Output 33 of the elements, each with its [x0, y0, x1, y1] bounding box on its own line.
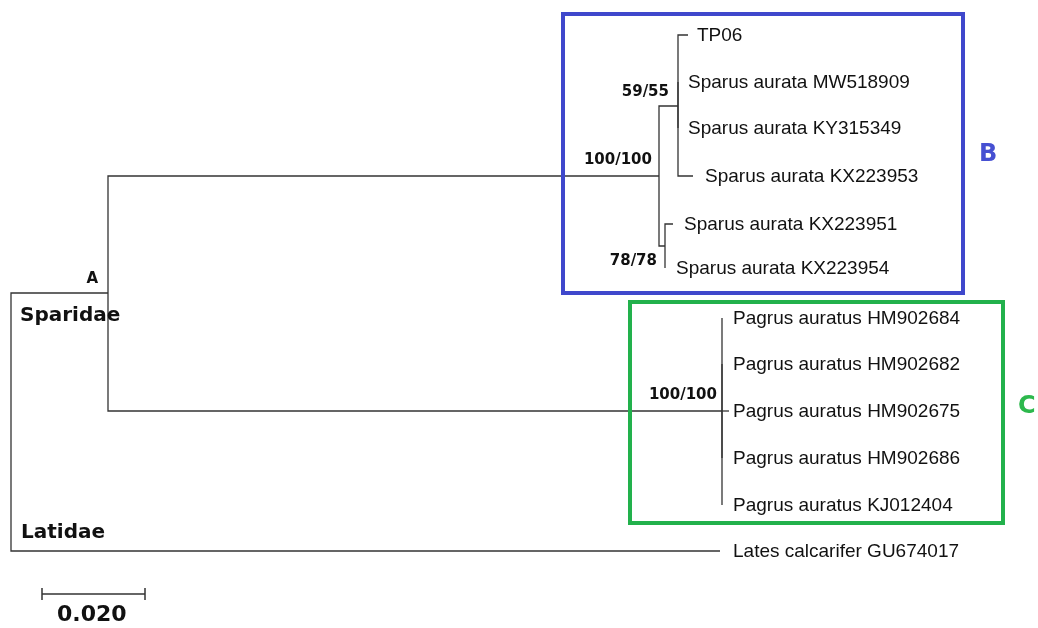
taxon-label: Pagrus auratus KJ012404 — [722, 493, 953, 517]
bootstrap-value: 100/100 — [583, 150, 659, 176]
bootstrap-value: A — [86, 269, 108, 293]
taxon-label: TP06 — [688, 23, 743, 47]
tree-branch — [721, 410, 730, 412]
tree-branch — [107, 175, 660, 294]
taxon-label: Pagrus auratus HM902684 — [722, 306, 961, 330]
scale-value: 0.020 — [57, 601, 127, 626]
tree-branch — [664, 245, 666, 269]
taxon-label: Pagrus auratus HM902675 — [729, 399, 961, 423]
family-label: Latidae — [21, 519, 106, 543]
tree-branch — [658, 105, 679, 177]
tree-branch — [658, 175, 666, 247]
taxon-label: Sparus aurata MW518909 — [678, 70, 910, 94]
tree-branch — [677, 105, 694, 177]
taxon-label: Sparus aurata KX223953 — [693, 164, 919, 188]
bootstrap-value: 78/78 — [609, 246, 665, 269]
tree-branch — [664, 223, 674, 247]
tree-branch — [107, 292, 723, 412]
bootstrap-value: 100/100 — [648, 385, 722, 411]
tree-branch — [721, 410, 723, 506]
bootstrap-value: 59/55 — [621, 82, 678, 106]
tree-branch — [721, 363, 723, 412]
tree-branch — [677, 81, 679, 107]
taxon-label: Sparus aurata KY315349 — [678, 116, 902, 140]
tree-branch — [10, 292, 721, 552]
clade-letter: B — [979, 140, 998, 166]
taxon-label: Pagrus auratus HM902682 — [722, 352, 961, 376]
taxon-label: Pagrus auratus HM902686 — [722, 446, 961, 470]
taxon-label: Sparus aurata KX223951 — [673, 212, 898, 236]
taxon-label: Sparus aurata KX223954 — [665, 256, 890, 280]
taxon-label: Lates calcarifer GU674017 — [720, 539, 959, 563]
clade-letter: C — [1018, 392, 1036, 418]
